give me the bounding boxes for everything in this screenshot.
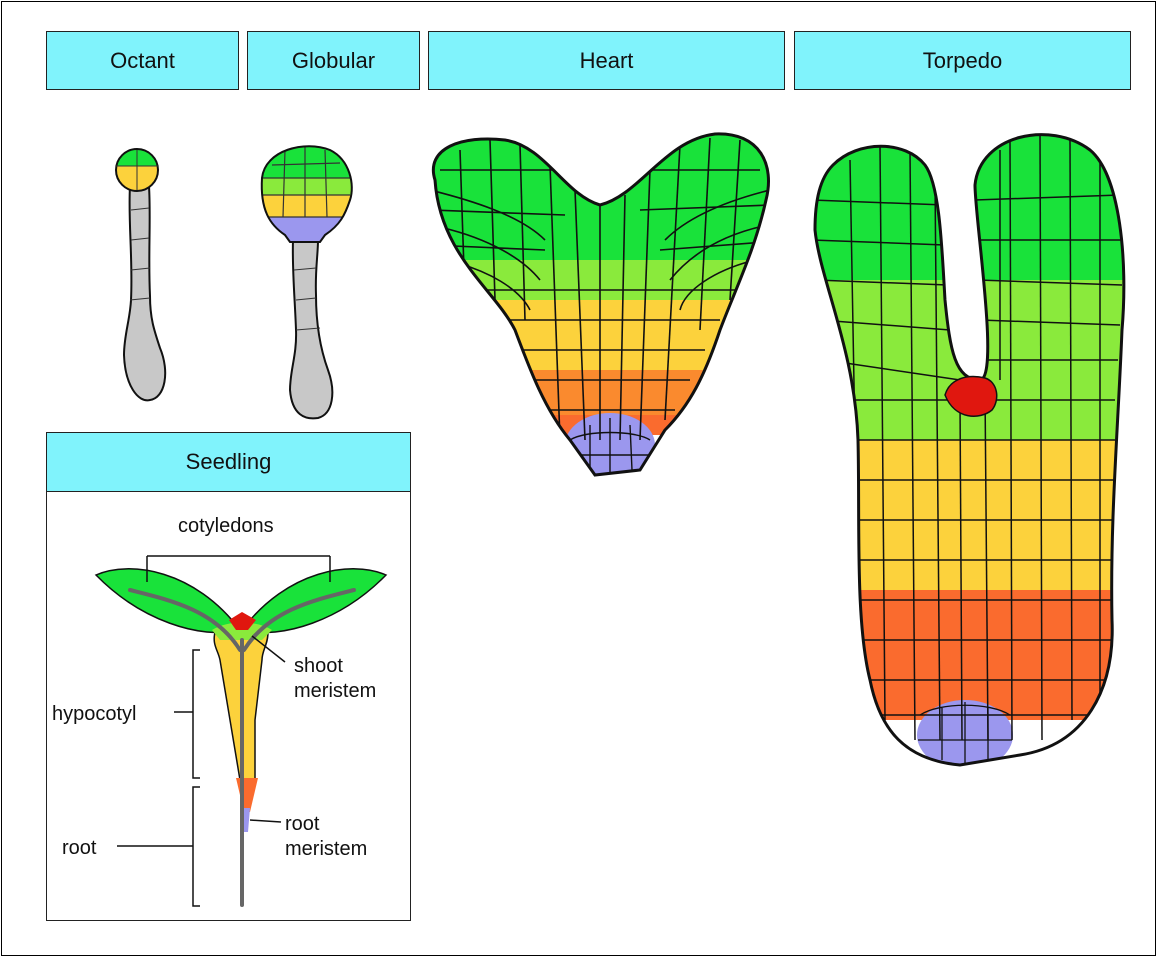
globular-embryo [250,140,370,418]
label-hypocotyl: hypocotyl [52,703,137,725]
octant-embryo [110,145,170,400]
label-root-meristem-line1: root [285,813,320,835]
heart-embryo [420,130,780,477]
label-shoot-meristem-line2: meristem [294,680,376,702]
label-root: root [62,837,97,859]
torpedo-embryo [800,120,1140,770]
label-cotyledons: cotyledons [178,515,274,537]
label-root-meristem-line2: meristem [285,838,367,860]
label-shoot-meristem-line1: shoot [294,655,343,677]
